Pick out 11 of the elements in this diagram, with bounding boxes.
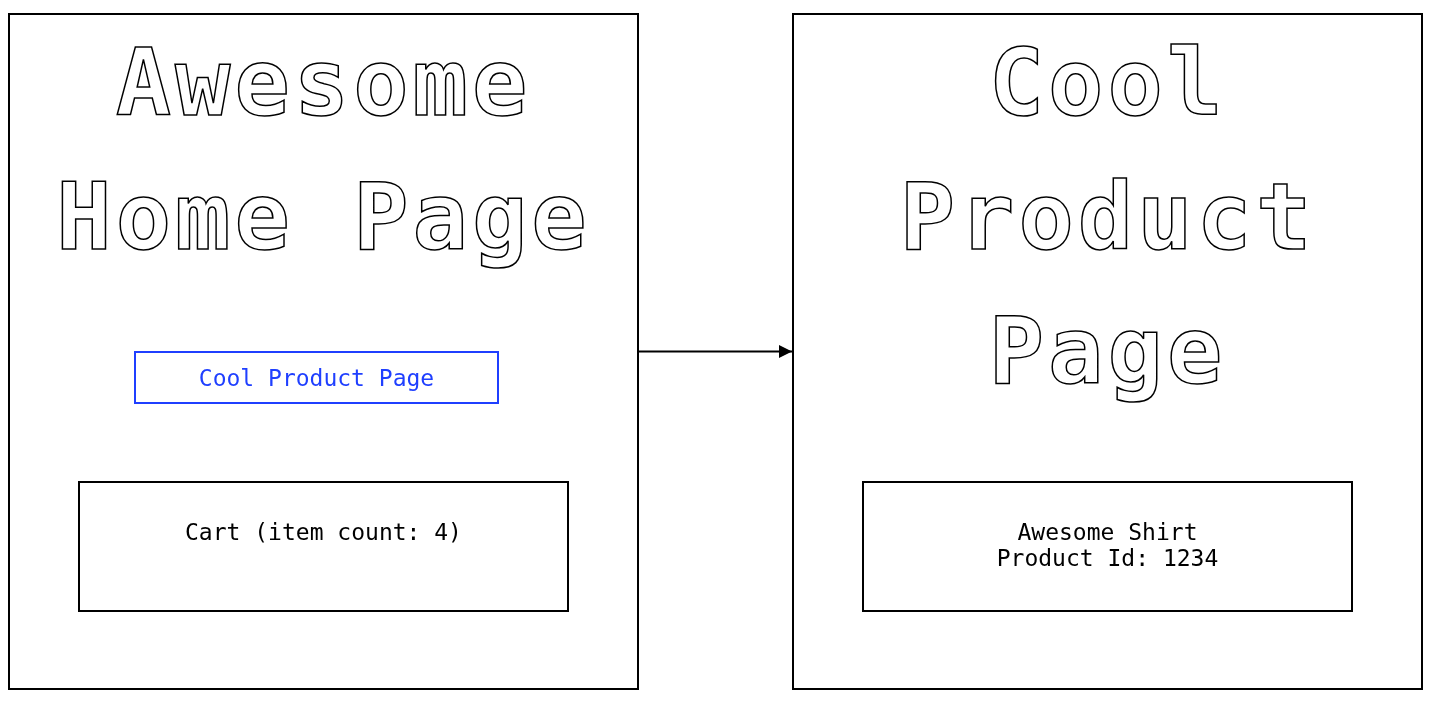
page-title: Cool Product Page: [898, 29, 1317, 407]
card-text: Cart (item count: 4): [185, 519, 462, 545]
page-panel: [8, 13, 639, 690]
cart-panel: [78, 481, 569, 612]
product-card: [862, 481, 1353, 612]
page-title: Awesome Home Page: [55, 29, 592, 273]
card-text: Product Id: 1234: [996, 545, 1219, 571]
card-text: Awesome Shirt: [1017, 519, 1198, 545]
link-button: Cool Product Page: [134, 351, 499, 404]
page-panel: [792, 13, 1423, 690]
arrow: [638, 345, 793, 358]
